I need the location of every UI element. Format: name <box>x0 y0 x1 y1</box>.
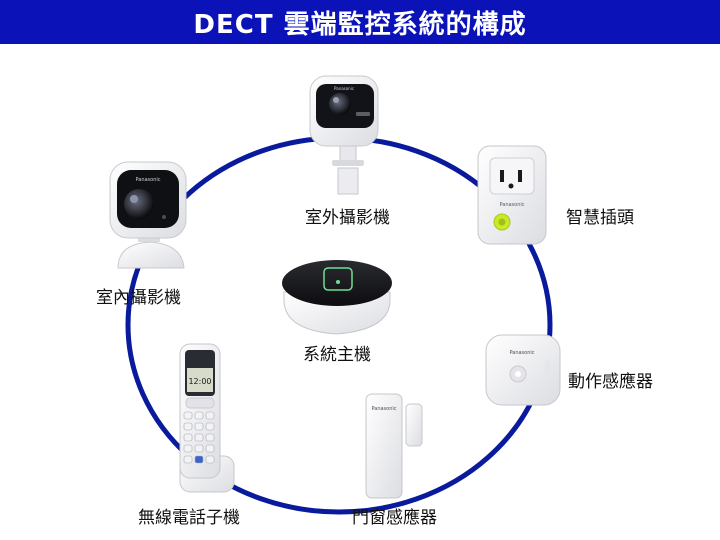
label-indoor-camera: 室內攝影機 <box>96 288 181 308</box>
handset-time-display: 12:00 <box>188 377 211 386</box>
label-window-sensor: 門窗感應器 <box>352 508 437 528</box>
handset-keypad <box>183 411 215 464</box>
motion-sensor-icon <box>485 334 561 406</box>
outdoor-camera-icon <box>309 75 379 195</box>
label-hub: 系統主機 <box>303 345 371 365</box>
brand-label-window-sensor: Panasonic <box>371 406 396 412</box>
handset-key <box>205 433 215 442</box>
handset-key <box>194 411 204 420</box>
brand-label-motion-sensor: Panasonic <box>509 350 534 356</box>
indoor-camera-icon <box>109 161 187 269</box>
label-smart-plug: 智慧插頭 <box>566 208 634 228</box>
brand-label-smart-plug: Panasonic <box>499 202 524 208</box>
handset-key <box>183 422 193 431</box>
smart-plug-icon <box>477 145 547 245</box>
handset-key <box>194 433 204 442</box>
handset-key <box>183 433 193 442</box>
handset-key <box>183 444 193 453</box>
label-handset: 無線電話子機 <box>138 508 240 528</box>
handset-key <box>194 444 204 453</box>
brand-label-indoor-camera: Panasonic <box>135 177 160 183</box>
label-outdoor-camera: 室外攝影機 <box>305 208 390 228</box>
handset-key <box>205 455 215 464</box>
handset-key <box>205 444 215 453</box>
handset-key <box>205 422 215 431</box>
handset-key <box>205 411 215 420</box>
brand-label-outdoor-camera: Panasonic <box>334 86 354 91</box>
handset-key <box>183 411 193 420</box>
window-sensor-icon <box>365 393 423 499</box>
label-motion-sensor: 動作感應器 <box>568 372 653 392</box>
hub-icon <box>282 260 392 335</box>
handset-icon <box>179 343 235 493</box>
handset-key <box>194 455 204 464</box>
handset-key <box>194 422 204 431</box>
handset-key <box>183 455 193 464</box>
page-title: DECT 雲端監控系統的構成 <box>0 0 720 44</box>
